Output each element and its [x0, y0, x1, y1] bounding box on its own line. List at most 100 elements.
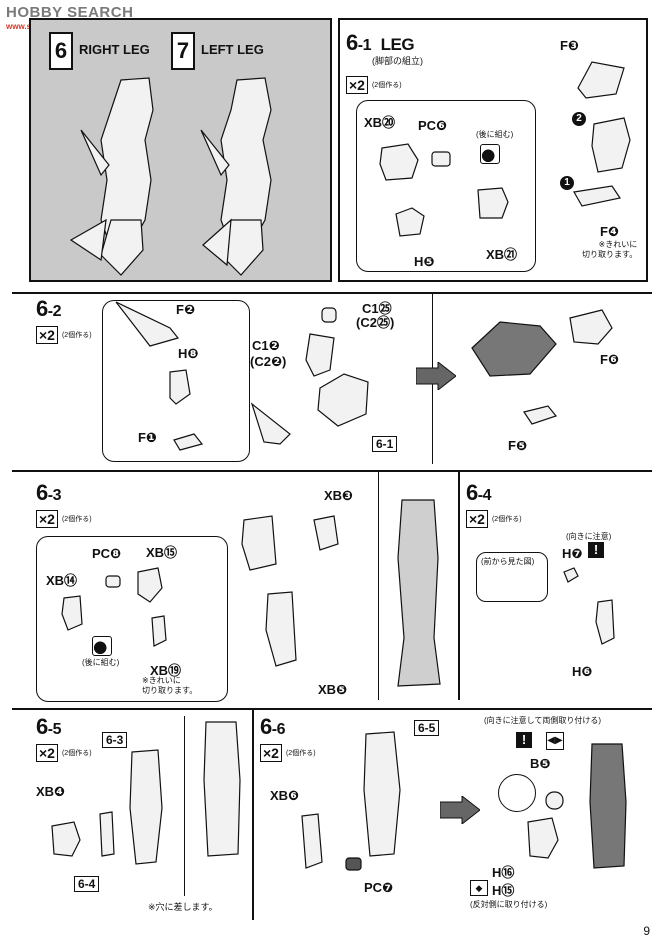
warning-icon: ! — [516, 732, 532, 748]
count-badge: ×2 — [36, 326, 58, 344]
part-h15: H⑮ — [492, 883, 515, 898]
direction-note: (向きに注意して両側取り付ける) — [484, 716, 602, 725]
hole-note: ※穴に差します。 — [148, 902, 218, 912]
step-subnumber: -6 — [271, 721, 286, 738]
part-xb4-figure — [51, 821, 81, 857]
step-number: 6 — [36, 714, 48, 739]
symmetric-icon: ◀▶ — [546, 732, 564, 750]
count-badge: ×2 — [36, 744, 58, 762]
step-6-1-heading: 6-1 LEG — [346, 30, 415, 56]
step-number: 6 — [36, 296, 48, 321]
step-6-2-divider — [12, 292, 652, 294]
part-b5-figure — [545, 791, 564, 810]
right-arrow-icon — [440, 796, 480, 824]
count-note: (2個作る) — [371, 82, 402, 89]
ref-6-5: 6-5 — [414, 720, 440, 736]
part-xb19: XB⑲ — [150, 663, 182, 678]
part-6-5-assembled-figure — [203, 721, 241, 857]
part-pc6-figure — [431, 151, 451, 167]
part-xb21-figure — [477, 187, 509, 219]
ref-6-3: 6-3 — [102, 732, 128, 748]
part-f4: F❹ — [600, 224, 619, 239]
part-f6-figure — [569, 309, 613, 345]
part-xb14: XB⑭ — [46, 573, 78, 588]
step-order-2: 2 — [572, 112, 586, 126]
step-order-1: 1 — [560, 176, 574, 190]
part-xb6: XB❻ — [270, 788, 300, 803]
step-6-6-panel — [252, 710, 254, 920]
legs-overview-panel: 6 RIGHT LEG 7 LEFT LEG — [29, 18, 332, 282]
part-pc7: PC❼ — [364, 880, 394, 895]
watermark-logo: HOBBY SEARCH — [6, 4, 134, 21]
right-leg-figure — [69, 77, 154, 276]
step-number: 6 — [260, 714, 272, 739]
front-view-box: (前から見た図) — [476, 552, 548, 602]
count-note: (2個作る) — [61, 750, 92, 757]
part-h7: H❼ — [562, 546, 583, 561]
part-f5: F❺ — [508, 438, 527, 453]
step-6-6-count: ×2 (2個作る) — [260, 744, 316, 762]
part-xb3-figure — [313, 515, 339, 551]
direction-note: (向きに注意) — [566, 532, 612, 541]
back-note: (後に組む) — [82, 658, 120, 667]
step-6-4-heading: 6-4 — [466, 480, 491, 506]
part-xb15-figure — [137, 567, 163, 603]
step-6-1-jp-title: (脚部の組立) — [372, 56, 423, 66]
part-f1: F❶ — [138, 430, 157, 445]
step-6-3-divider-vertical — [378, 472, 379, 700]
watermark: HOBBY SEARCH — [6, 4, 133, 22]
part-h8: H❽ — [178, 346, 199, 361]
part-f6: F❻ — [600, 352, 619, 367]
count-badge: ×2 — [260, 744, 282, 762]
count-badge: ×2 — [466, 510, 488, 528]
front-view-label: (前から見た図) — [481, 557, 535, 566]
part-c1-2-figure — [305, 333, 335, 377]
step-6-2-count: ×2 (2個作る) — [36, 326, 92, 344]
part-h6: H❻ — [572, 664, 593, 679]
left-leg-figure — [200, 77, 272, 276]
part-xb5: XB❺ — [318, 682, 348, 697]
part-h6-figure — [595, 599, 615, 645]
back-note: (後に組む) — [476, 130, 514, 139]
part-xb6-figure — [301, 813, 323, 869]
step-6-1-panel — [338, 18, 648, 282]
ref-6-1: 6-1 — [372, 436, 398, 452]
part-6-2-shin-figure — [317, 373, 369, 427]
part-xb20: XB⑳ — [364, 115, 396, 130]
step-subnumber: -5 — [47, 721, 62, 738]
step-6-5-divider — [12, 708, 652, 710]
step-6-2-heading: 6-2 — [36, 296, 61, 322]
part-b5: B❺ — [530, 756, 551, 771]
cut-note: ※きれいに 切り取ります。 — [582, 240, 638, 259]
step-subnumber: -2 — [47, 303, 62, 320]
part-c1-2: C1❷ — [252, 338, 280, 353]
part-h7-figure — [563, 567, 579, 583]
step-6-5-count: ×2 (2個作る) — [36, 744, 92, 762]
ref-6-4: 6-4 — [74, 876, 100, 892]
part-f4-figure — [573, 185, 621, 207]
count-note: (2個作る) — [61, 332, 92, 339]
step-6-1-subassembly — [356, 100, 536, 272]
count-badge: ×2 — [36, 510, 58, 528]
part-c2-25: (C2㉕) — [356, 315, 395, 330]
step-6-5-divider-vertical — [184, 716, 185, 896]
step-6-3-subassembly — [36, 536, 228, 702]
cut-note: ※きれいに 切り取ります。 — [142, 676, 198, 695]
part-pc8: PC❽ — [92, 546, 122, 561]
part-f3: F❸ — [560, 38, 579, 53]
part-xb19-figure — [151, 615, 167, 647]
page-number: 9 — [643, 924, 650, 938]
part-6-3-upper-figure — [241, 515, 277, 571]
back-marker-icon — [92, 636, 112, 656]
part-xb14-figure — [61, 595, 83, 631]
part-6-3-assembled-figure — [397, 499, 441, 687]
step-number: 6 — [36, 480, 48, 505]
part-6-2-spike-figure — [250, 402, 291, 445]
step-number: 6 — [466, 480, 478, 505]
part-c1-25: C1㉕ — [362, 301, 392, 316]
step-6-1-count: ×2 (2個作る) — [346, 76, 402, 94]
right-arrow-icon — [416, 362, 456, 390]
opposite-side-icon: ◆ — [470, 880, 488, 896]
part-h5-figure — [395, 207, 425, 237]
part-xb21: XB㉑ — [486, 247, 518, 262]
